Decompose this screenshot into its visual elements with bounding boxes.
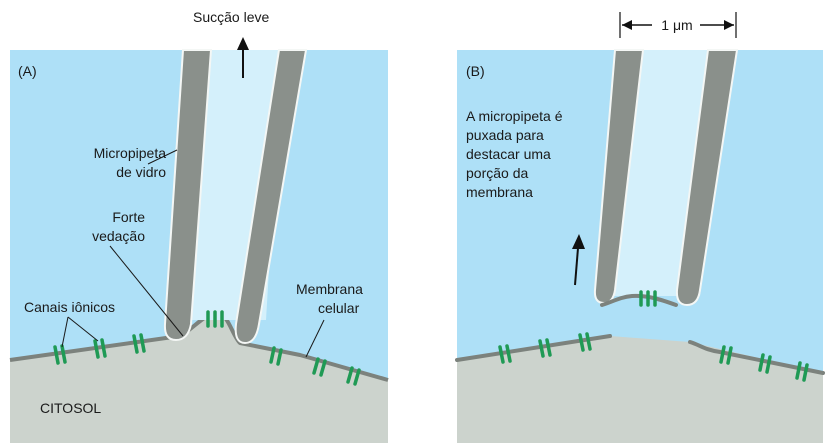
seal-label-line1: Forte (112, 209, 145, 225)
pull-arrow (572, 234, 585, 286)
ion-channel (93, 338, 107, 359)
ion-channel (719, 345, 733, 365)
pipette-label-line1: Micropipeta (94, 145, 167, 161)
panel-a-leader-lines (61, 149, 325, 358)
pipette-leader (147, 149, 178, 165)
ion-channel (206, 310, 224, 328)
panel-b-membrane-left (455, 334, 612, 362)
panel-a-pipette-left-wall (163, 49, 213, 342)
ion-channel (795, 361, 809, 382)
seal-label-line2: vedação (92, 228, 145, 244)
scale-bar: 1 μm (619, 12, 737, 38)
panel-b: 1 μm (B) A micropipeta é puxada para des… (455, 12, 825, 443)
panel-a-ion-channels (53, 310, 361, 386)
panel-b-label: (B) (466, 63, 485, 79)
panel-b-cytosol (457, 336, 823, 443)
scale-bar-label: 1 μm (661, 17, 692, 33)
pipette-label-line2: de vidro (116, 164, 166, 180)
panel-b-pipette-right-wall (675, 49, 739, 307)
suction-arrow (237, 37, 249, 78)
ion-channel (346, 366, 361, 386)
seal-leader (109, 245, 184, 337)
panel-b-description-line3: destacar uma (466, 146, 551, 162)
panel-b-ion-channels (498, 290, 809, 382)
channels-label: Canais iônicos (24, 299, 115, 315)
ion-channel (132, 333, 146, 354)
channels-leader-right (67, 316, 99, 342)
membrane-label-line1: Membrana (296, 281, 363, 297)
panel-a: (A) Sucção leve Micropipeta de vidro For… (9, 9, 389, 443)
panel-a-cytosol (10, 313, 388, 443)
panel-b-membrane-right (688, 340, 825, 375)
ion-channel (269, 346, 283, 366)
excised-membrane-patch (600, 293, 678, 307)
panel-b-description-line5: membrana (466, 184, 533, 200)
membrane-label-line2: celular (318, 300, 360, 316)
membrane-leader (305, 319, 325, 358)
ion-channel (639, 290, 657, 307)
cytosol-label: CITOSOL (40, 400, 101, 416)
suction-label: Sucção leve (193, 9, 269, 25)
ion-channel (498, 344, 512, 364)
channels-leader-left (61, 316, 69, 348)
ion-channel (578, 332, 592, 352)
panel-a-pipette-right-wall (234, 49, 308, 345)
panel-b-description-line2: puxada para (466, 127, 544, 143)
ion-channel (53, 344, 67, 365)
ion-channel (758, 353, 772, 374)
ion-channel (312, 357, 327, 377)
ion-channel (538, 338, 552, 358)
panel-b-description-line1: A micropipeta é (466, 108, 563, 124)
panel-a-label: (A) (18, 63, 37, 79)
panel-b-description-line4: porção da (466, 165, 528, 181)
